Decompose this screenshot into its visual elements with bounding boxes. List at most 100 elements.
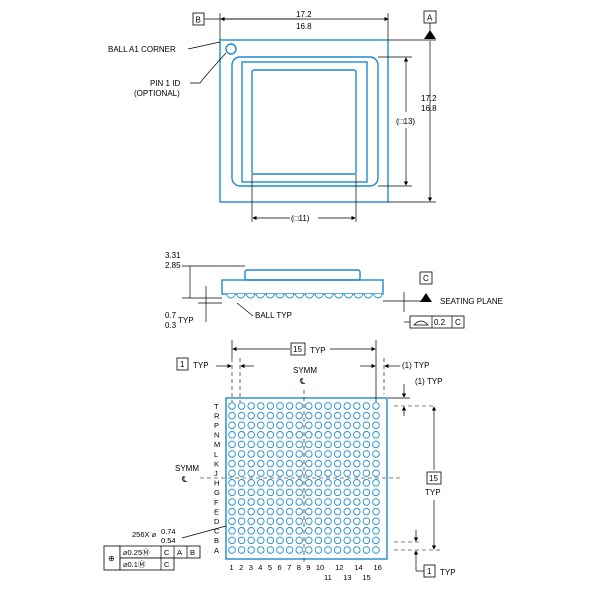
solder-ball xyxy=(343,469,351,477)
solder-ball xyxy=(257,536,265,545)
solder-ball xyxy=(305,498,313,506)
datum-a-label: A xyxy=(427,14,433,23)
side-ball xyxy=(344,293,354,299)
solder-ball xyxy=(266,431,275,439)
solder-ball xyxy=(305,402,313,410)
solder-ball xyxy=(372,488,380,497)
col-label: 2 xyxy=(239,563,243,572)
solder-ball xyxy=(314,411,323,420)
pitch-value: 1 xyxy=(180,360,185,369)
solder-ball xyxy=(257,507,265,516)
solder-ball xyxy=(285,421,294,429)
solder-ball xyxy=(285,411,294,420)
pitch-box xyxy=(176,357,189,371)
solder-ball xyxy=(228,527,236,535)
solder-ball xyxy=(314,546,323,554)
solder-ball xyxy=(228,440,236,449)
datum-b-label: B xyxy=(196,16,201,25)
row-label: R xyxy=(214,411,220,420)
col-label: 12 xyxy=(335,563,343,572)
solder-ball xyxy=(314,498,323,506)
solder-ball xyxy=(257,450,265,458)
solder-ball xyxy=(295,536,303,545)
side-ball xyxy=(285,293,295,299)
solder-ball xyxy=(285,440,294,449)
solder-ball xyxy=(276,507,284,516)
flatness-value: 0.2 xyxy=(434,318,446,327)
solder-ball xyxy=(343,536,351,545)
solder-ball xyxy=(324,459,332,468)
solder-ball xyxy=(343,498,351,506)
solder-ball xyxy=(372,411,380,420)
profile-surface-icon xyxy=(413,320,429,326)
solder-ball xyxy=(247,402,255,410)
solder-ball xyxy=(353,431,361,439)
row-label: N xyxy=(214,431,219,440)
row-label: G xyxy=(214,488,220,497)
solder-ball xyxy=(266,498,275,506)
solder-ball xyxy=(266,469,275,477)
solder-ball xyxy=(314,488,323,497)
solder-ball xyxy=(228,536,236,545)
solder-ball xyxy=(295,479,303,487)
solder-ball xyxy=(305,479,313,487)
solder-ball xyxy=(372,536,380,545)
span-right-typ: TYP xyxy=(425,488,441,497)
pitch-right-typ: TYP xyxy=(440,568,456,577)
side-ball xyxy=(334,293,344,299)
side-ball xyxy=(275,293,285,299)
solder-ball xyxy=(247,507,255,516)
solder-ball xyxy=(285,459,294,468)
solder-ball xyxy=(285,546,294,554)
lid-outline xyxy=(241,61,368,183)
ball-grid xyxy=(228,402,380,554)
solder-ball xyxy=(324,421,332,429)
solder-ball xyxy=(314,459,323,468)
solder-ball xyxy=(276,402,284,410)
solder-ball xyxy=(276,440,284,449)
row-label: K xyxy=(214,459,219,468)
side-substrate xyxy=(221,279,384,295)
solder-ball xyxy=(343,517,351,525)
solder-ball xyxy=(343,459,351,468)
solder-ball xyxy=(333,431,342,439)
solder-ball xyxy=(228,479,236,487)
symm-left-label: SYMM xyxy=(175,464,199,473)
ball-count-dia: 256X ⌀ xyxy=(132,530,157,539)
side-lid xyxy=(244,269,361,281)
fcf1-datum-b: B xyxy=(190,548,195,557)
solder-ball xyxy=(353,469,361,477)
solder-ball xyxy=(362,536,371,545)
solder-ball xyxy=(247,536,255,545)
solder-ball xyxy=(247,498,255,506)
solder-ball xyxy=(247,459,255,468)
solder-ball xyxy=(237,536,246,545)
solder-ball xyxy=(247,440,255,449)
solder-ball xyxy=(343,527,351,535)
solder-ball xyxy=(324,479,332,487)
solder-ball xyxy=(266,546,275,554)
solder-ball xyxy=(333,402,342,410)
solder-ball xyxy=(372,450,380,458)
solder-ball xyxy=(333,488,342,497)
row-label: J xyxy=(214,469,218,478)
solder-ball xyxy=(372,469,380,477)
solder-ball xyxy=(333,507,342,516)
symm-top-label: SYMM xyxy=(293,366,317,375)
datum-c-label: C xyxy=(423,274,429,283)
solder-ball xyxy=(237,402,246,410)
fcf1-datum-c: C xyxy=(164,548,170,557)
solder-ball xyxy=(353,459,361,468)
side-ball xyxy=(314,293,324,299)
solder-ball xyxy=(237,450,246,458)
solder-ball xyxy=(305,440,313,449)
solder-ball xyxy=(305,431,313,439)
solder-ball xyxy=(237,479,246,487)
solder-ball xyxy=(247,488,255,497)
inner-outline xyxy=(231,56,379,187)
solder-ball xyxy=(343,479,351,487)
solder-ball xyxy=(343,507,351,516)
solder-ball xyxy=(305,546,313,554)
solder-ball xyxy=(362,459,371,468)
